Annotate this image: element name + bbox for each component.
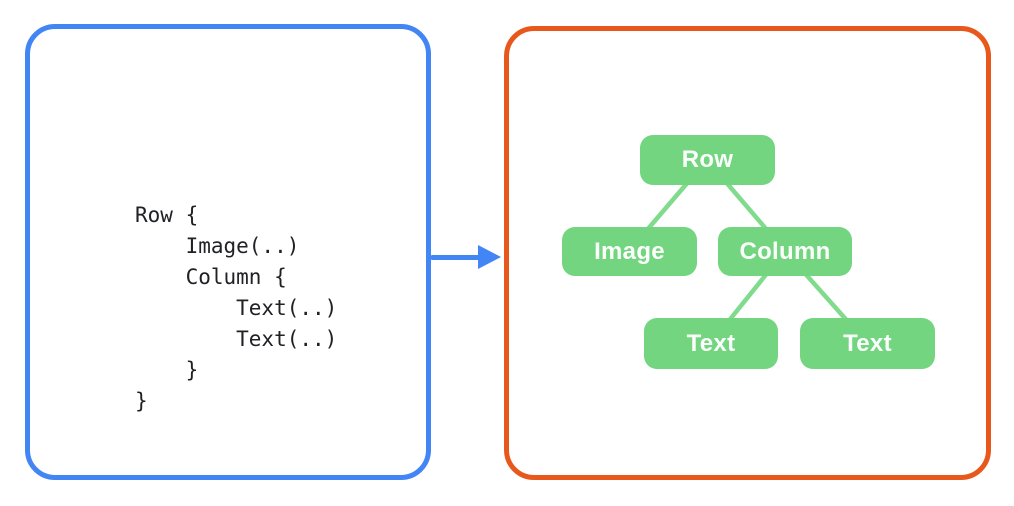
tree-node-label: Column [739,237,831,265]
tree-node-label: Row [681,146,734,173]
code-line: Column { [135,265,287,289]
code-block: Row { Image(..) Column { Text(..) Text(.… [135,200,337,417]
tree-node-image: Image [562,227,697,276]
code-line: Image(..) [135,234,300,258]
tree-node-text-2: Text [800,318,935,369]
arrow-line [431,255,480,260]
tree-node-row: Row [640,135,775,185]
code-line: Text(..) [135,327,338,351]
code-panel: Row { Image(..) Column { Text(..) Text(.… [25,24,431,480]
tree-node-label: Text [843,329,892,357]
code-line: } [135,358,199,382]
tree-node-text-1: Text [644,318,778,369]
code-line: Row { [135,203,199,227]
tree-node-label: Image [594,237,665,265]
arrow-right-icon [478,245,501,269]
tree-node-column: Column [718,227,852,276]
code-line: Text(..) [135,296,338,320]
tree-node-label: Text [686,329,736,357]
code-line: } [135,389,148,413]
